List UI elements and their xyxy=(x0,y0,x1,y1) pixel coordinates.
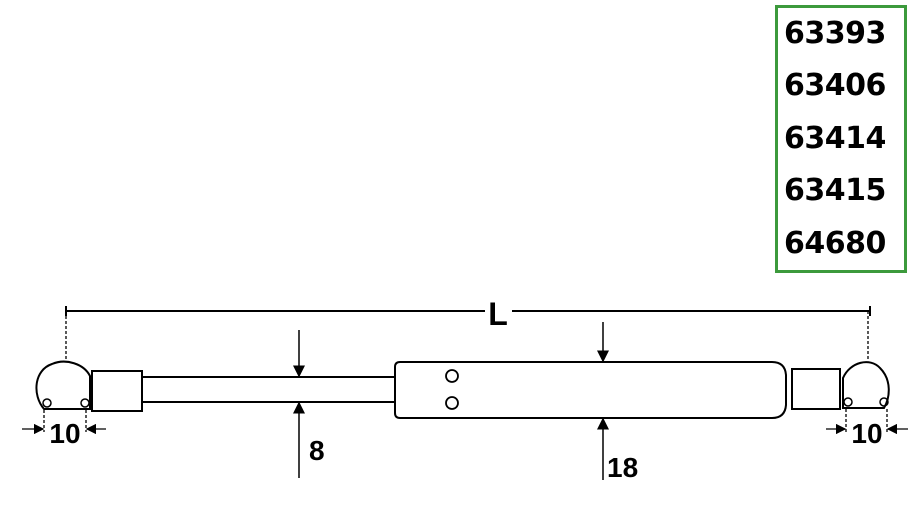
cylinder-hole xyxy=(445,369,459,383)
part-number: 63414 xyxy=(784,120,886,156)
cylinder-body xyxy=(394,361,787,419)
left-ball-socket xyxy=(35,360,91,410)
right-fitting-arrows xyxy=(826,409,908,435)
rod-diameter-label: 8 xyxy=(309,435,325,466)
cylinder-diameter-label: 18 xyxy=(607,452,638,483)
part-number: 64680 xyxy=(784,225,886,261)
piston-rod xyxy=(142,376,395,403)
right-fitting-label: 10 xyxy=(851,418,882,449)
cylinder-hole xyxy=(445,396,459,410)
part-number: 63406 xyxy=(784,68,886,104)
left-collar xyxy=(91,370,143,412)
length-label: L xyxy=(488,296,508,332)
left-fitting-arrows xyxy=(22,410,106,435)
part-number: 63415 xyxy=(784,173,886,209)
right-collar xyxy=(791,368,841,410)
length-dimension-line xyxy=(65,306,871,362)
left-fitting-label: 10 xyxy=(49,418,80,449)
right-ball-socket xyxy=(842,361,890,409)
part-numbers-box: 63393 63406 63414 63415 64680 xyxy=(775,5,907,273)
part-number: 63393 xyxy=(784,16,886,51)
